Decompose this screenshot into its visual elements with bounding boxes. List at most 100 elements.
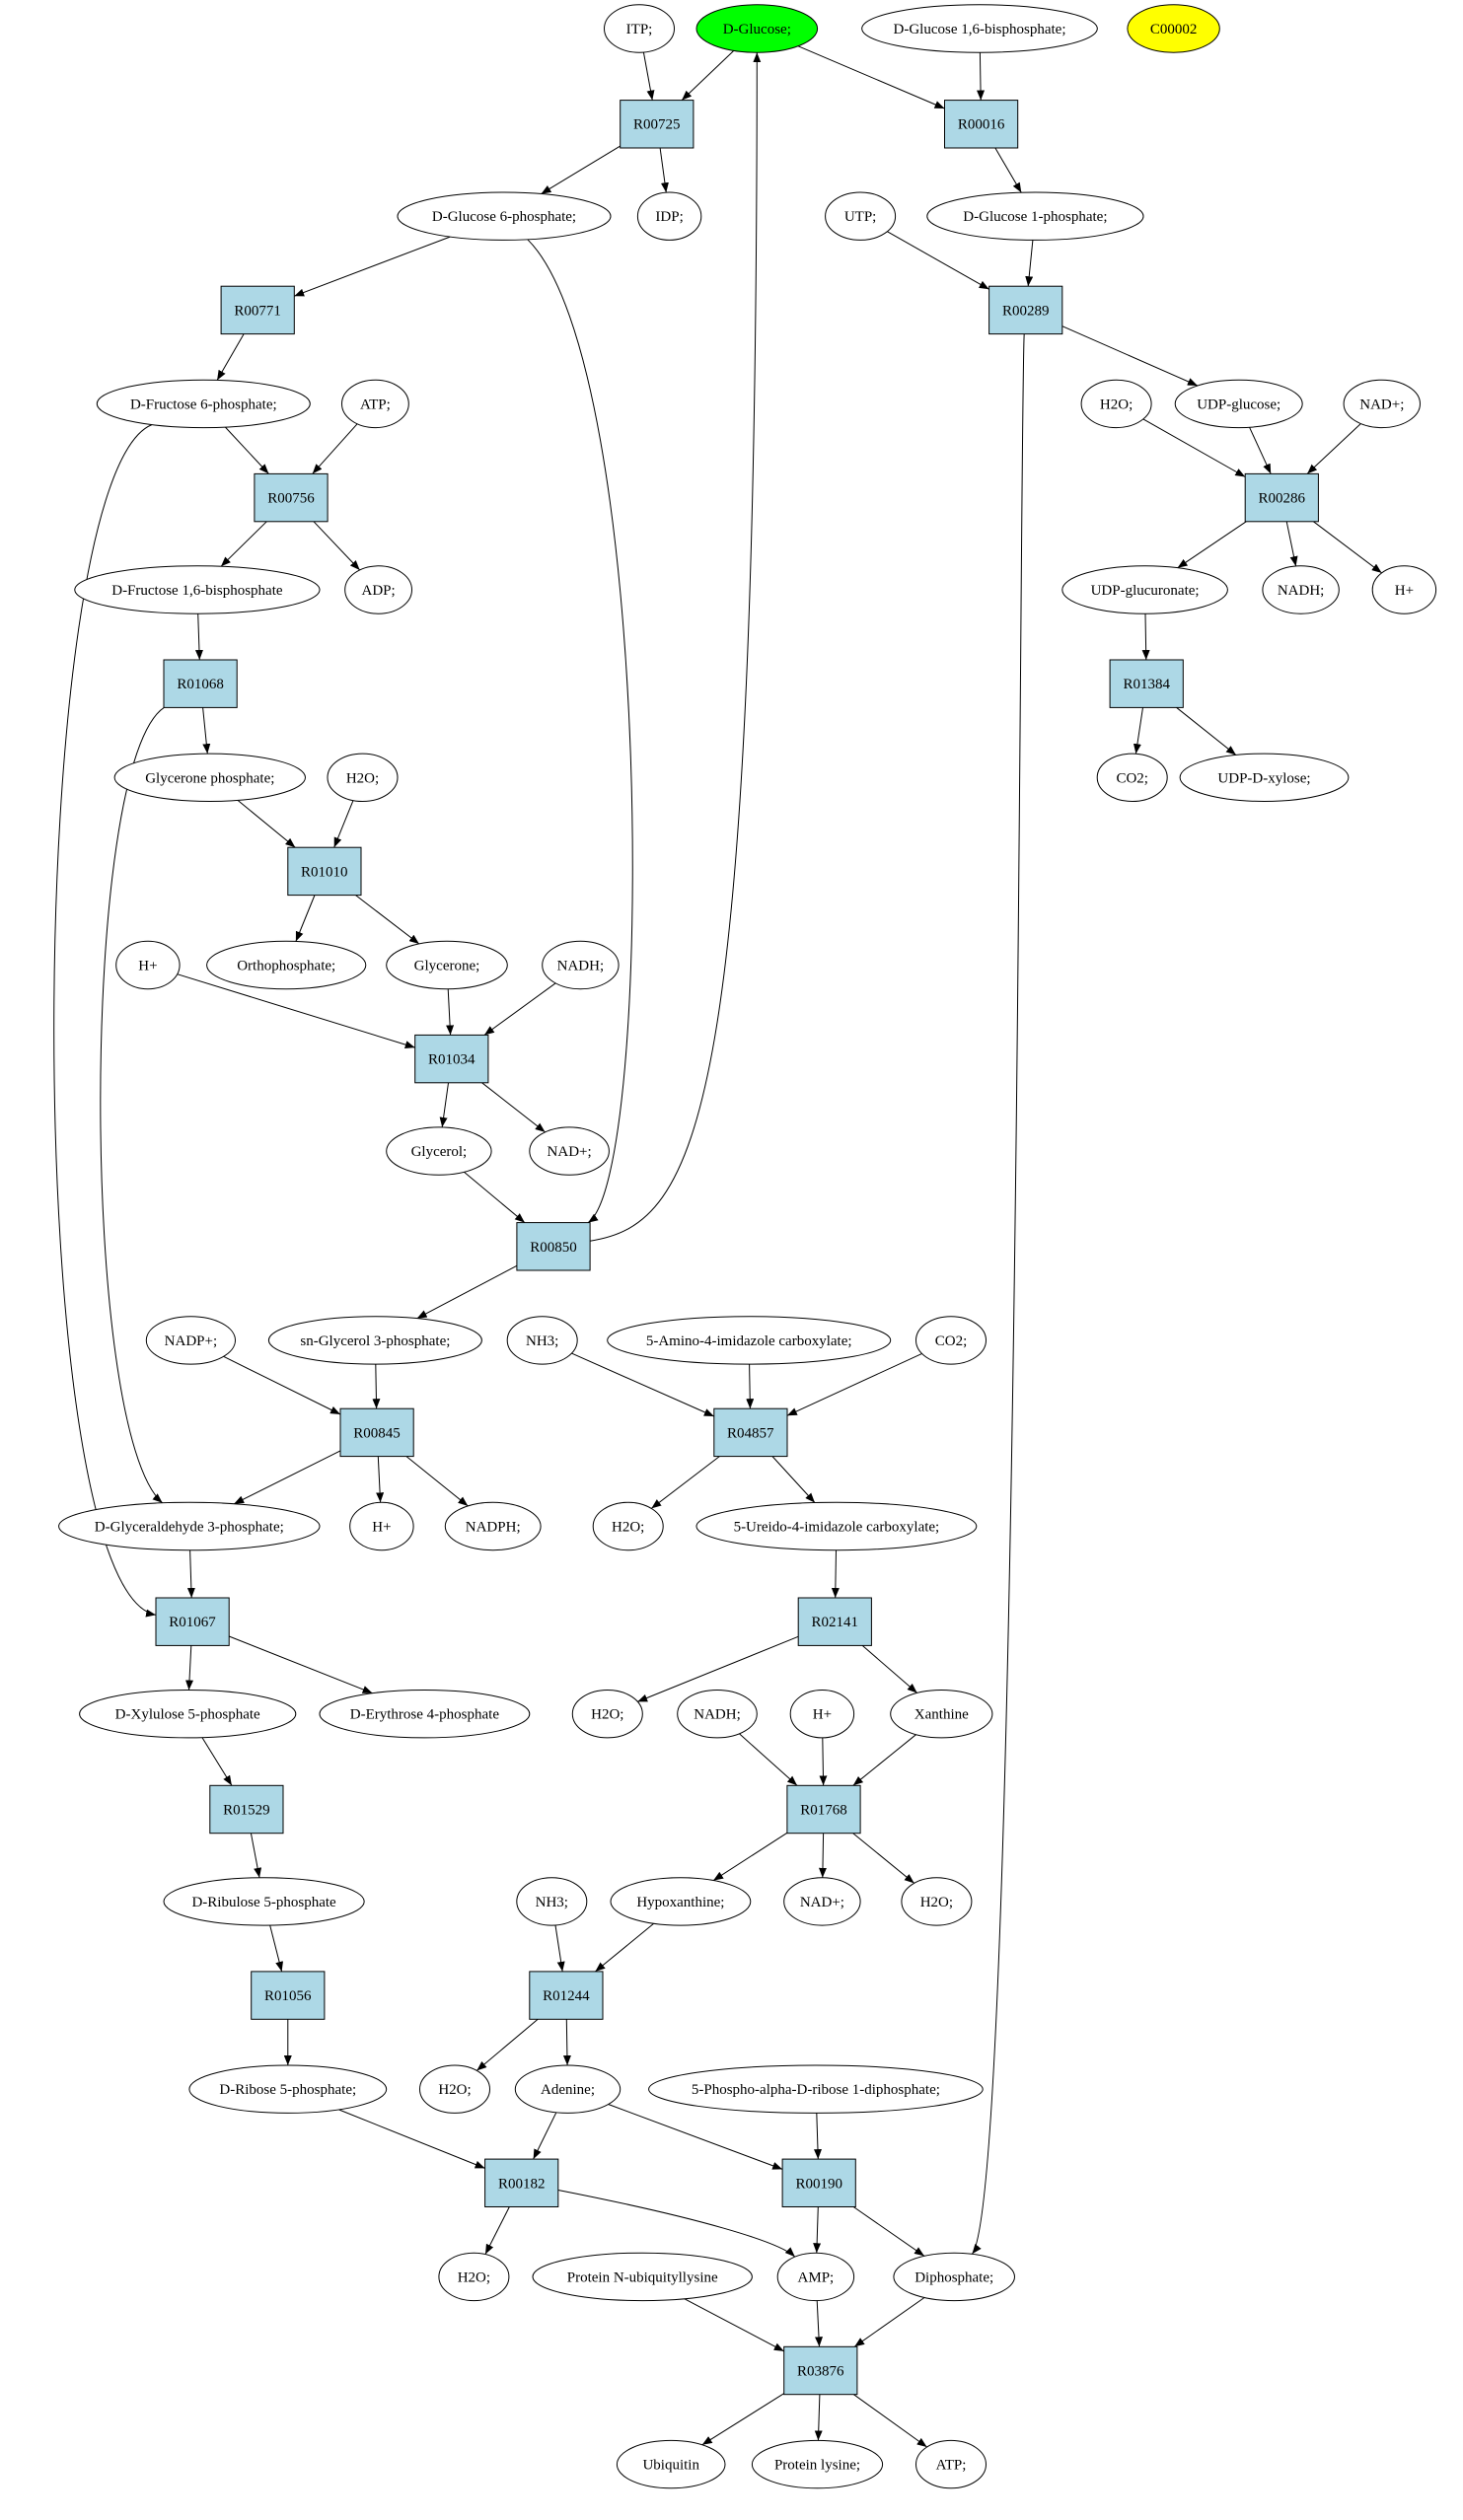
edge-r03876-to-protlys [814, 2394, 823, 2441]
edge-amp-to-r03876 [815, 2300, 824, 2347]
compound-ellipse-protub [532, 2252, 753, 2302]
node-label-diphos: Diphosphate; [914, 2269, 993, 2285]
node-label-atp2: ATP; [936, 2458, 967, 2474]
compound-node-h2o_b: H2O; [327, 753, 399, 802]
edge-r01067-to-xu5p [185, 1645, 194, 1691]
compound-node-nadh_c: NADH; [677, 1690, 758, 1739]
compound-node-e4p: D-Erythrose 4-phosphate [319, 1690, 531, 1739]
compound-ellipse-g1p [926, 191, 1144, 241]
node-label-r00190: R00190 [795, 2176, 842, 2192]
node-label-hypox: Hypoxanthine; [636, 1895, 724, 1910]
reaction-box-r03876 [783, 2345, 858, 2396]
compound-node-fbp: D-Fructose 1,6-bisphosphate [74, 565, 321, 614]
node-label-f6p: D-Fructose 6-phosphate; [130, 396, 277, 412]
compound-ellipse-glucose [695, 4, 819, 53]
edge-r00286-to-udpgluc [1177, 521, 1247, 569]
compound-ellipse-e4p [319, 1690, 531, 1739]
node-label-ru5p: D-Ribulose 5-phosphate [191, 1895, 336, 1910]
compound-ellipse-atp1 [341, 379, 409, 429]
compound-ellipse-ru5p [163, 1877, 365, 1926]
node-label-adenine: Adenine; [541, 2082, 595, 2098]
compound-ellipse-hplus_a [1371, 565, 1437, 614]
edge-co2_b-to-r04857 [786, 1352, 922, 1416]
edge-uica-to-r02141 [831, 1549, 840, 1599]
node-label-hplus_b: H+ [138, 959, 157, 974]
node-label-r00850: R00850 [530, 1240, 577, 1256]
edge-glucose-to-r00016 [797, 45, 945, 109]
node-label-atp1: ATP; [360, 396, 391, 412]
reaction-node-r00016: R00016 [944, 100, 1019, 149]
compound-ellipse-ortho [206, 940, 367, 990]
node-label-h2o_c: H2O; [612, 1520, 644, 1536]
node-label-hplus_a: H+ [1395, 583, 1414, 599]
edge-hypox-to-r01244 [595, 1922, 655, 1973]
node-label-nadph: NADPH; [466, 1520, 521, 1536]
edge-xanthine-to-r01768 [852, 1734, 916, 1786]
compound-ellipse-xu5p [79, 1690, 297, 1739]
node-label-nadh_a: NADH; [1278, 583, 1325, 599]
node-label-itp: ITP; [626, 22, 653, 37]
compound-node-h2o_e: H2O; [901, 1877, 973, 1926]
node-label-h2o_d: H2O; [591, 1707, 623, 1723]
reaction-node-r00845: R00845 [339, 1407, 414, 1458]
reaction-box-r00771 [220, 285, 295, 335]
compound-node-itp: ITP; [604, 4, 675, 53]
compound-node-udpglc: UDP-glucose; [1174, 379, 1303, 429]
compound-node-protub: Protein N-ubiquityllysine [532, 2252, 753, 2302]
edge-r00289-to-diphos [972, 333, 1025, 2255]
edge-itp-to-r00725 [642, 51, 655, 101]
edge-hplus_d-to-r01768 [819, 1737, 828, 1786]
reaction-node-r00725: R00725 [620, 100, 695, 149]
compound-ellipse-nadplus_c [783, 1877, 861, 1926]
compound-ellipse-utp [825, 191, 897, 241]
edge-glc16bp-to-r00016 [977, 52, 986, 101]
edge-aica-to-r04857 [746, 1364, 755, 1409]
edge-glycerol-to-r00850 [464, 1171, 526, 1223]
compound-node-hplus_d: H+ [789, 1690, 855, 1739]
node-label-udpglc: UDP-glucose; [1197, 396, 1280, 412]
reaction-node-r01768: R01768 [786, 1784, 861, 1835]
compound-ellipse-nadplus_a [1343, 379, 1422, 429]
edge-ga3p-to-r01067 [186, 1549, 195, 1599]
node-label-glyp: Glycerone phosphate; [145, 770, 274, 786]
edge-r01384-to-co2_a [1133, 707, 1143, 755]
compound-ellipse-c00002 [1127, 4, 1220, 53]
edge-glycerone-to-r01034 [446, 988, 455, 1036]
node-label-g6p: D-Glucose 6-phosphate; [432, 209, 576, 225]
reaction-node-r02141: R02141 [797, 1597, 872, 1646]
edge-r02141-to-xanthine [861, 1645, 918, 1693]
compound-node-xanthine: Xanthine [890, 1690, 993, 1739]
compound-ellipse-glyp [113, 753, 306, 802]
compound-node-adp: ADP; [344, 565, 413, 614]
edge-r00756-to-fbp [220, 521, 267, 567]
compound-node-ortho: Orthophosphate; [206, 940, 367, 990]
compound-node-h2o_f: H2O; [419, 2064, 490, 2114]
edge-nadplus_a-to-r00286 [1306, 423, 1361, 474]
reaction-box-r00289 [988, 285, 1063, 335]
node-label-aica: 5-Amino-4-imidazole carboxylate; [646, 1333, 852, 1349]
node-label-r00756: R00756 [267, 491, 315, 507]
node-label-r01056: R01056 [264, 1988, 312, 2004]
reaction-node-r01067: R01067 [155, 1597, 230, 1646]
node-label-glc16bp: D-Glucose 1,6-bisphosphate; [894, 22, 1066, 37]
edge-protub-to-r03876 [684, 2298, 784, 2352]
reaction-box-r00190 [781, 2158, 856, 2208]
compound-node-nh3_a: NH3; [506, 1316, 578, 1365]
compound-ellipse-hplus_b [115, 940, 181, 990]
edge-r03876-to-atp2 [853, 2394, 927, 2448]
compound-node-xu5p: D-Xylulose 5-phosphate [79, 1690, 297, 1739]
node-label-nadh_b: NADH; [557, 959, 605, 974]
edge-xu5p-to-r01529 [201, 1737, 233, 1786]
edge-h2o_a-to-r00286 [1142, 418, 1246, 477]
compound-node-idp: IDP; [636, 191, 702, 241]
reaction-node-r01056: R01056 [251, 1971, 326, 2020]
reaction-box-r01010 [287, 846, 362, 897]
edge-r01768-to-nadplus_c [818, 1833, 827, 1878]
compound-ellipse-hplus_d [789, 1690, 855, 1739]
edge-r00771-to-f6p [216, 333, 245, 381]
node-label-r00016: R00016 [958, 117, 1005, 133]
node-label-co2_a: CO2; [1116, 770, 1148, 786]
node-label-amp: AMP; [798, 2269, 835, 2285]
reaction-node-r00182: R00182 [484, 2158, 559, 2208]
compound-ellipse-glycerol [386, 1126, 492, 1176]
